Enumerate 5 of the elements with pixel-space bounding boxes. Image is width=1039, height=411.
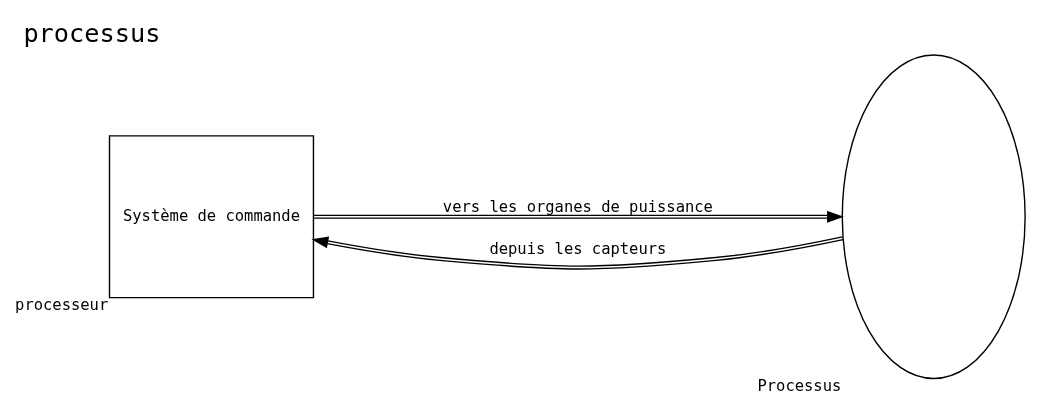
edge-label: depuis les capteurs bbox=[489, 240, 667, 259]
edge-label: vers les organes de puissance bbox=[442, 198, 713, 217]
node-label: Processus bbox=[757, 376, 842, 395]
diagram-title: processus bbox=[23, 18, 161, 48]
node-label: processeur bbox=[15, 296, 109, 314]
